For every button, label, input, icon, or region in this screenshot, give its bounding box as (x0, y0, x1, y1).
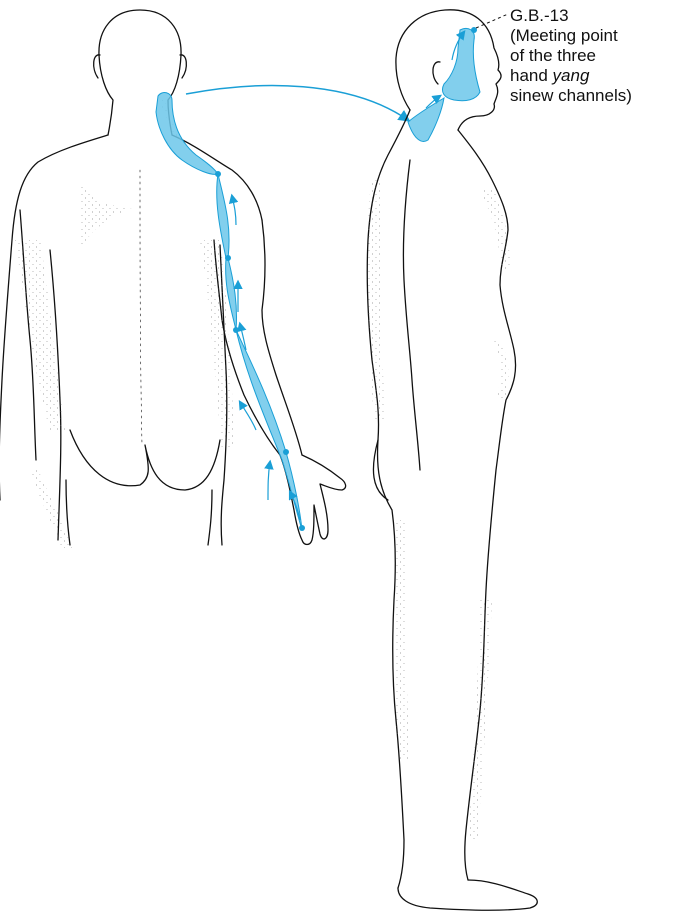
back-view-channel (156, 93, 305, 531)
side-view-figure (367, 10, 537, 910)
annotation-line-3: hand yang (510, 66, 670, 86)
back-view-figure (0, 10, 346, 545)
side-ear (433, 62, 440, 84)
side-arm (403, 160, 420, 470)
back-left-body (0, 135, 108, 500)
back-neck-shoulder-channel (156, 93, 218, 175)
connector-arrow (186, 86, 408, 120)
gb13-title: G.B.-13 (510, 6, 670, 26)
annotation-yang-italic: yang (553, 66, 590, 85)
side-head (396, 10, 501, 130)
side-feet (398, 880, 537, 910)
side-buttock (373, 440, 388, 500)
annotation-line-2: of the three (510, 46, 670, 66)
annotation-line-4: sinew channels) (510, 86, 670, 106)
back-spine (140, 170, 142, 445)
side-view-channel (408, 27, 480, 141)
side-view-shading (368, 180, 510, 840)
side-face-channel (442, 28, 480, 100)
side-neck-channel (408, 98, 444, 141)
annotation-line-1: (Meeting point (510, 26, 670, 46)
back-buttocks (70, 430, 220, 490)
annotation-line-3-prefix: hand (510, 66, 553, 85)
gb13-annotation: G.B.-13 (Meeting point of the three hand… (510, 6, 670, 106)
